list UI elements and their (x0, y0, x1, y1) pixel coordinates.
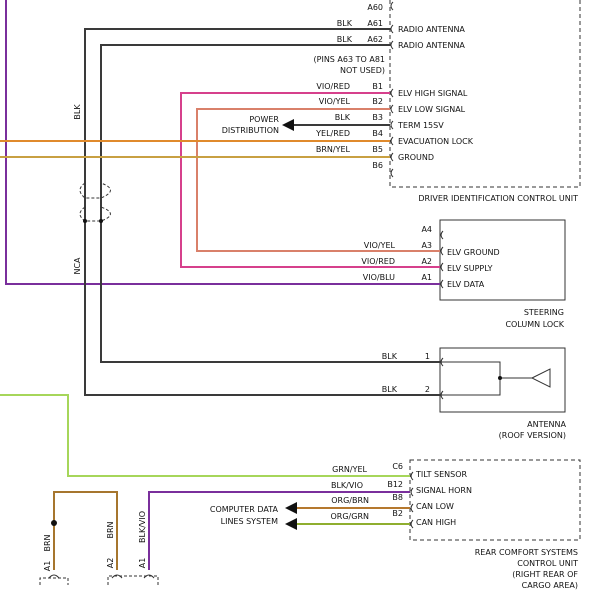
wire-label-b5: BRN/YEL (316, 145, 351, 154)
signal-label-rc-c6: TILT SENSOR (415, 470, 468, 479)
can-high-arrow (285, 518, 297, 530)
steering-lock-title-2: COLUMN LOCK (505, 320, 564, 329)
wire-label-ant-1: BLK (382, 352, 398, 361)
wire-label-a61: BLK (337, 19, 353, 28)
signal-label-sl-a1: ELV DATA (447, 280, 485, 289)
bottom-pin-2: A2 (106, 558, 115, 569)
pin-a62: A62 (367, 35, 383, 44)
rear-comfort-title-1: REAR COMFORT SYSTEMS (475, 548, 578, 557)
signal-label-rc-b2: CAN HIGH (416, 518, 456, 527)
pin-b5: B5 (372, 145, 383, 154)
computer-data-line1: COMPUTER DATA (210, 505, 279, 514)
pin-b2: B2 (372, 97, 383, 106)
rear-comfort-title-3: (RIGHT REAR OF (512, 570, 578, 579)
pin-b6: B6 (372, 161, 383, 170)
splice-dot (51, 520, 57, 526)
pin-b3: B3 (372, 113, 383, 122)
pin-a61: A61 (367, 19, 383, 28)
wire-label-sl-a2: VIO/RED (361, 257, 395, 266)
antenna-icon (530, 368, 551, 388)
wire-blk-vio (148, 491, 410, 570)
wire-label-a62: BLK (337, 35, 353, 44)
rear-comfort-title-4: CARGO AREA) (522, 581, 578, 590)
antenna-title-1: ANTENNA (527, 420, 566, 429)
bottom-pin-1: A1 (43, 561, 52, 572)
splice-dot-nca-2 (99, 219, 103, 223)
wire-label-sl-a3: VIO/YEL (364, 241, 396, 250)
wire-blk-a61 (84, 28, 440, 396)
wire-label-b4: YEL/RED (315, 129, 350, 138)
pin-sl-a2: A2 (421, 257, 432, 266)
antenna-box (439, 347, 566, 413)
bottom-pin-3: A1 (138, 558, 147, 569)
rear-comfort-unit-box (409, 459, 581, 541)
signal-label-a62: RADIO ANTENNA (398, 41, 465, 50)
bottom-connectors (39, 574, 159, 585)
wire-vio-left (5, 0, 440, 285)
signal-label-b1: ELV HIGH SIGNAL (398, 89, 468, 98)
wire-label-rc-b2: ORG/GRN (331, 512, 370, 521)
pin-rc-c6: C6 (392, 462, 403, 471)
left-label-nca: NCA (73, 257, 82, 275)
signal-label-sl-a3: ELV GROUND (447, 248, 500, 257)
antenna-node-dot (498, 376, 502, 380)
pin-b1: B1 (372, 82, 383, 91)
wire-label-rc-b12: BLK/VIO (331, 481, 363, 490)
pin-rc-b2: B2 (392, 509, 403, 518)
steering-lock-box (439, 219, 566, 301)
pin-b4: B4 (372, 129, 383, 138)
pin-sl-a1: A1 (421, 273, 432, 282)
left-label-blk: BLK (73, 104, 82, 120)
steering-lock-title-1: STEERING (524, 308, 564, 317)
signal-label-b3: TERM 15SV (397, 121, 444, 130)
pins-note-2: NOT USED) (340, 66, 385, 75)
bottom-wire-3: BLK/VIO (138, 511, 147, 543)
pins-note-1: (PINS A63 TO A81 (314, 55, 385, 64)
antenna-title-2: (ROOF VERSION) (499, 431, 566, 440)
wire-grn-yel (0, 394, 410, 477)
wire-label-ant-2: BLK (382, 385, 398, 394)
rear-comfort-title-2: CONTROL UNIT (517, 559, 578, 568)
pin-ant-2: 2 (425, 385, 430, 394)
signal-label-rc-b12: SIGNAL HORN (416, 486, 472, 495)
driver-id-unit-title: DRIVER IDENTIFICATION CONTROL UNIT (418, 194, 578, 203)
bottom-wire-1: BRN (43, 534, 52, 551)
pin-sl-a4: A4 (421, 225, 432, 234)
signal-label-b4: EVACUATION LOCK (398, 137, 474, 146)
wire-label-b1: VIO/RED (316, 82, 350, 91)
wire-label-b2: VIO/YEL (319, 97, 351, 106)
wire-blk-a62 (100, 44, 440, 363)
rear-pin-hooks (410, 471, 414, 529)
power-distribution-line2: DISTRIBUTION (222, 126, 279, 135)
can-low-arrow (285, 502, 297, 514)
signal-label-b2: ELV LOW SIGNAL (398, 105, 466, 114)
pin-sl-a3: A3 (421, 241, 432, 250)
pin-a60: A60 (367, 3, 383, 12)
signal-label-rc-b8: CAN LOW (416, 502, 454, 511)
splice-dot-nca-1 (83, 219, 87, 223)
wire-vio-red (180, 92, 440, 268)
bottom-wire-2: BRN (106, 521, 115, 538)
nca-connector (79, 182, 111, 222)
wire-label-sl-a1: VIO/BLU (363, 273, 395, 282)
antenna-pin-hooks (440, 357, 444, 400)
power-arrow (282, 119, 294, 131)
pin-rc-b8: B8 (392, 493, 403, 502)
wire-label-rc-c6: GRN/YEL (332, 465, 367, 474)
wire-label-b3: BLK (335, 113, 351, 122)
wire-brn-bottom (53, 491, 118, 570)
power-distribution-line1: POWER (249, 115, 279, 124)
signal-label-b5: GROUND (398, 153, 434, 162)
wire-label-rc-b8: ORG/BRN (331, 496, 369, 505)
pin-rc-b12: B12 (387, 480, 403, 489)
computer-data-line2: LINES SYSTEM (221, 517, 278, 526)
pin-ant-1: 1 (425, 352, 430, 361)
driver-id-pin-hooks (390, 1, 394, 178)
antenna-symbol-wiring (440, 361, 532, 396)
wire-vio-yel (196, 108, 440, 252)
signal-label-sl-a2: ELV SUPPLY (447, 264, 493, 273)
signal-label-a61: RADIO ANTENNA (398, 25, 465, 34)
steering-pin-hooks (440, 230, 444, 289)
